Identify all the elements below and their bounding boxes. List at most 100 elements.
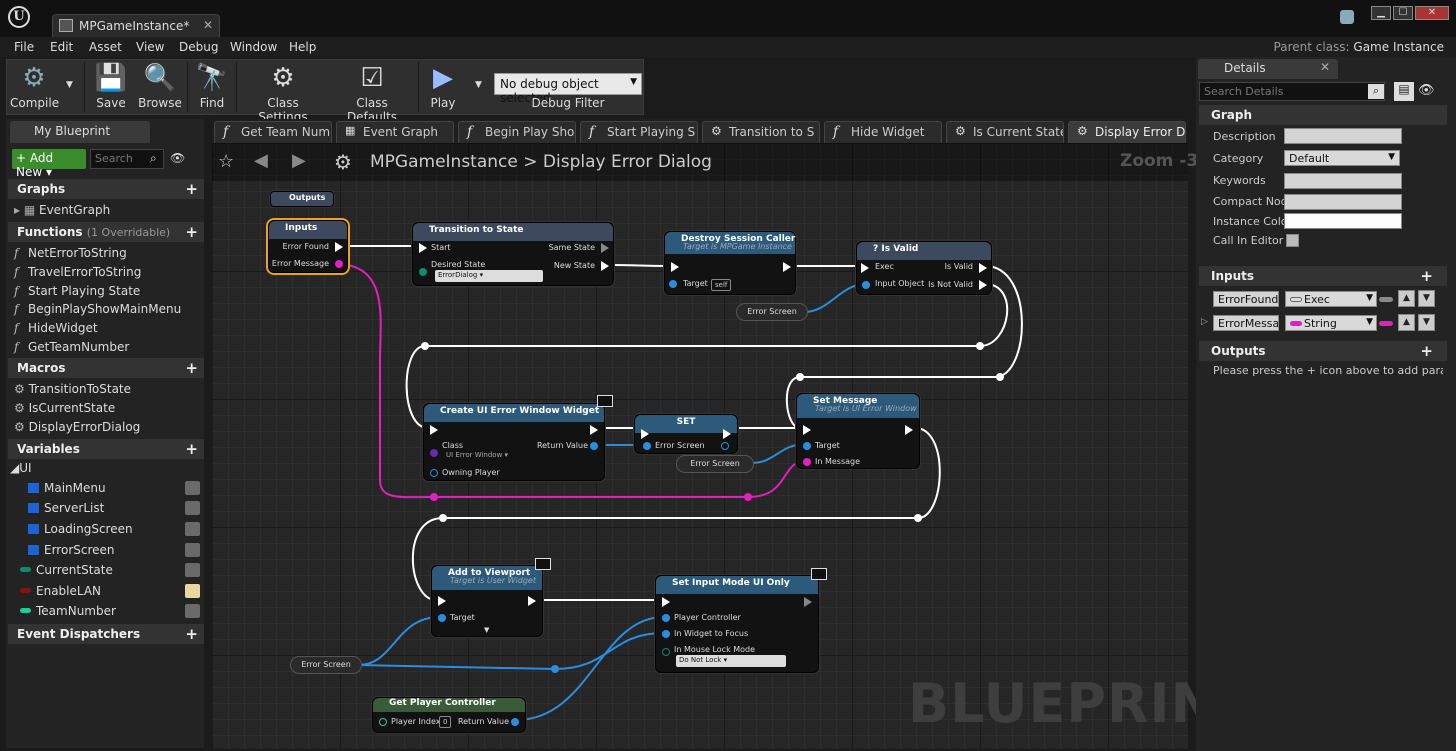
details-tab[interactable]: Details✕ xyxy=(1198,59,1338,79)
add-input-icon[interactable]: + xyxy=(1420,267,1433,285)
object-pin[interactable] xyxy=(662,614,670,622)
maximize-button[interactable]: ☐ xyxy=(1393,6,1413,20)
description-field[interactable] xyxy=(1284,128,1402,144)
variable-item[interactable]: TeamNumber xyxy=(20,604,116,618)
grid-view-icon[interactable]: ▤ xyxy=(1394,82,1414,101)
add-new-button[interactable]: + Add New ▾ xyxy=(12,149,86,179)
string-pin[interactable] xyxy=(803,458,811,466)
exec-pin[interactable] xyxy=(979,263,987,273)
play-dropdown-icon[interactable]: ▼ xyxy=(475,80,482,90)
object-pin[interactable] xyxy=(438,614,446,622)
exec-pin[interactable] xyxy=(528,596,536,606)
set-input-mode-node[interactable]: Set Input Mode UI Only Player Controller… xyxy=(655,575,819,673)
eye-closed-icon[interactable] xyxy=(185,563,200,577)
eye-icon[interactable]: 👁 xyxy=(170,151,186,165)
exec-pin[interactable] xyxy=(419,243,427,253)
exec-pin[interactable] xyxy=(601,261,609,271)
eye-closed-icon[interactable] xyxy=(185,522,200,536)
breadcrumb-root[interactable]: MPGameInstance xyxy=(370,152,518,172)
add-output-icon[interactable]: + xyxy=(1420,342,1433,360)
error-screen-getter-node[interactable]: Error Screen xyxy=(736,303,808,321)
variable-item[interactable]: ServerList xyxy=(28,501,104,515)
exec-pin[interactable] xyxy=(438,596,446,606)
parent-class-value[interactable]: Game Instance xyxy=(1353,40,1444,54)
variables-section-header[interactable]: Variables+ xyxy=(8,439,204,459)
eye-closed-icon[interactable] xyxy=(185,481,200,495)
tab-display-error-dialog[interactable]: ⚙Display Error D xyxy=(1068,121,1186,143)
add-macro-icon[interactable]: + xyxy=(185,359,198,377)
search-input[interactable]: Search xyxy=(90,149,164,169)
exec-pin[interactable] xyxy=(979,280,987,290)
object-pin[interactable] xyxy=(862,281,870,289)
instance-color-field[interactable] xyxy=(1284,213,1402,229)
move-up-button[interactable]: ▲ xyxy=(1398,290,1415,307)
set-node[interactable]: SET Error Screen xyxy=(634,414,738,454)
graphs-section-header[interactable]: Graphs+ xyxy=(8,179,204,199)
forward-arrow-icon[interactable]: ▶ xyxy=(292,150,306,171)
is-valid-node[interactable]: ? Is Valid Exec Input Object Is Valid Is… xyxy=(856,241,992,295)
int-pin[interactable] xyxy=(379,718,387,726)
exec-pin[interactable] xyxy=(804,597,812,607)
outputs-node[interactable]: Outputs xyxy=(270,191,334,207)
outputs-section-header[interactable]: Outputs+ xyxy=(1199,341,1447,361)
exec-pin[interactable] xyxy=(671,262,679,272)
keywords-field[interactable] xyxy=(1284,173,1402,189)
create-widget-node[interactable]: Create UI Error Window Widget Class UI E… xyxy=(423,403,605,481)
input-type-select[interactable]: String▼ xyxy=(1285,315,1377,331)
macro-item[interactable]: ⚙ DisplayErrorDialog xyxy=(14,420,140,434)
exec-pin[interactable] xyxy=(430,425,438,435)
class-pin[interactable] xyxy=(430,449,438,457)
macro-item[interactable]: ⚙ IsCurrentState xyxy=(14,401,115,415)
error-screen-getter-node[interactable]: Error Screen xyxy=(290,656,362,674)
object-pin[interactable] xyxy=(590,442,598,450)
transition-to-state-node[interactable]: Transition to State Start Desired State … xyxy=(412,222,614,286)
graph-item-eventgraph[interactable]: ▸ ▦ EventGraph xyxy=(14,203,111,217)
exec-pin[interactable] xyxy=(641,429,649,439)
call-in-editor-checkbox[interactable] xyxy=(1286,234,1299,247)
tab-event-graph[interactable]: ▦Event Graph xyxy=(336,121,454,143)
enum-pin[interactable] xyxy=(662,648,670,656)
error-screen-getter-node[interactable]: Error Screen xyxy=(676,455,754,473)
macros-section-header[interactable]: Macros+ xyxy=(8,358,204,378)
variable-item[interactable]: CurrentState xyxy=(20,563,113,577)
close-icon[interactable]: ✕ xyxy=(202,18,213,32)
add-to-viewport-node[interactable]: Add to Viewport Target is User Widget Ta… xyxy=(431,565,543,637)
object-pin[interactable] xyxy=(511,718,519,726)
back-arrow-icon[interactable]: ◀ xyxy=(254,150,268,171)
set-message-node[interactable]: Set Message Target is UI Error Window Ta… xyxy=(796,393,920,469)
add-function-icon[interactable]: + xyxy=(185,223,198,241)
event-dispatchers-section-header[interactable]: Event Dispatchers+ xyxy=(8,624,204,644)
exec-pin[interactable] xyxy=(590,425,598,435)
desired-state-dropdown[interactable]: ErrorDialog ▾ xyxy=(435,270,543,282)
menu-debug[interactable]: Debug xyxy=(179,40,219,54)
add-graph-icon[interactable]: + xyxy=(185,180,198,198)
object-pin[interactable] xyxy=(430,469,438,477)
inputs-node[interactable]: Inputs Error Found Error Message xyxy=(268,220,348,273)
save-button[interactable]: 💾Save xyxy=(92,62,130,114)
my-blueprint-tab[interactable]: My Blueprint xyxy=(10,121,150,143)
exec-pin[interactable] xyxy=(905,425,913,435)
menu-help[interactable]: Help xyxy=(289,40,317,54)
exec-pin[interactable] xyxy=(601,243,609,253)
mouse-lock-dropdown[interactable]: Do Not Lock ▾ xyxy=(676,655,786,667)
variable-item[interactable]: LoadingScreen xyxy=(28,522,133,536)
functions-section-header[interactable]: Functions (1 Overridable)+ xyxy=(8,222,204,242)
document-tab[interactable]: MPGameInstance*✕ xyxy=(52,14,220,37)
move-down-button[interactable]: ▼ xyxy=(1418,314,1435,331)
input-name-field[interactable]: ErrorFound xyxy=(1213,291,1279,307)
close-button[interactable]: ✕ xyxy=(1415,6,1449,20)
object-pin[interactable] xyxy=(643,442,651,450)
variable-item[interactable]: EnableLAN xyxy=(20,584,101,598)
array-toggle-icon[interactable] xyxy=(1379,321,1393,326)
object-pin[interactable] xyxy=(662,630,670,638)
eye-icon[interactable]: 👁 xyxy=(1418,83,1435,98)
eye-open-icon[interactable] xyxy=(185,584,200,598)
eye-closed-icon[interactable] xyxy=(185,501,200,515)
variable-item[interactable]: ErrorScreen xyxy=(28,543,115,557)
